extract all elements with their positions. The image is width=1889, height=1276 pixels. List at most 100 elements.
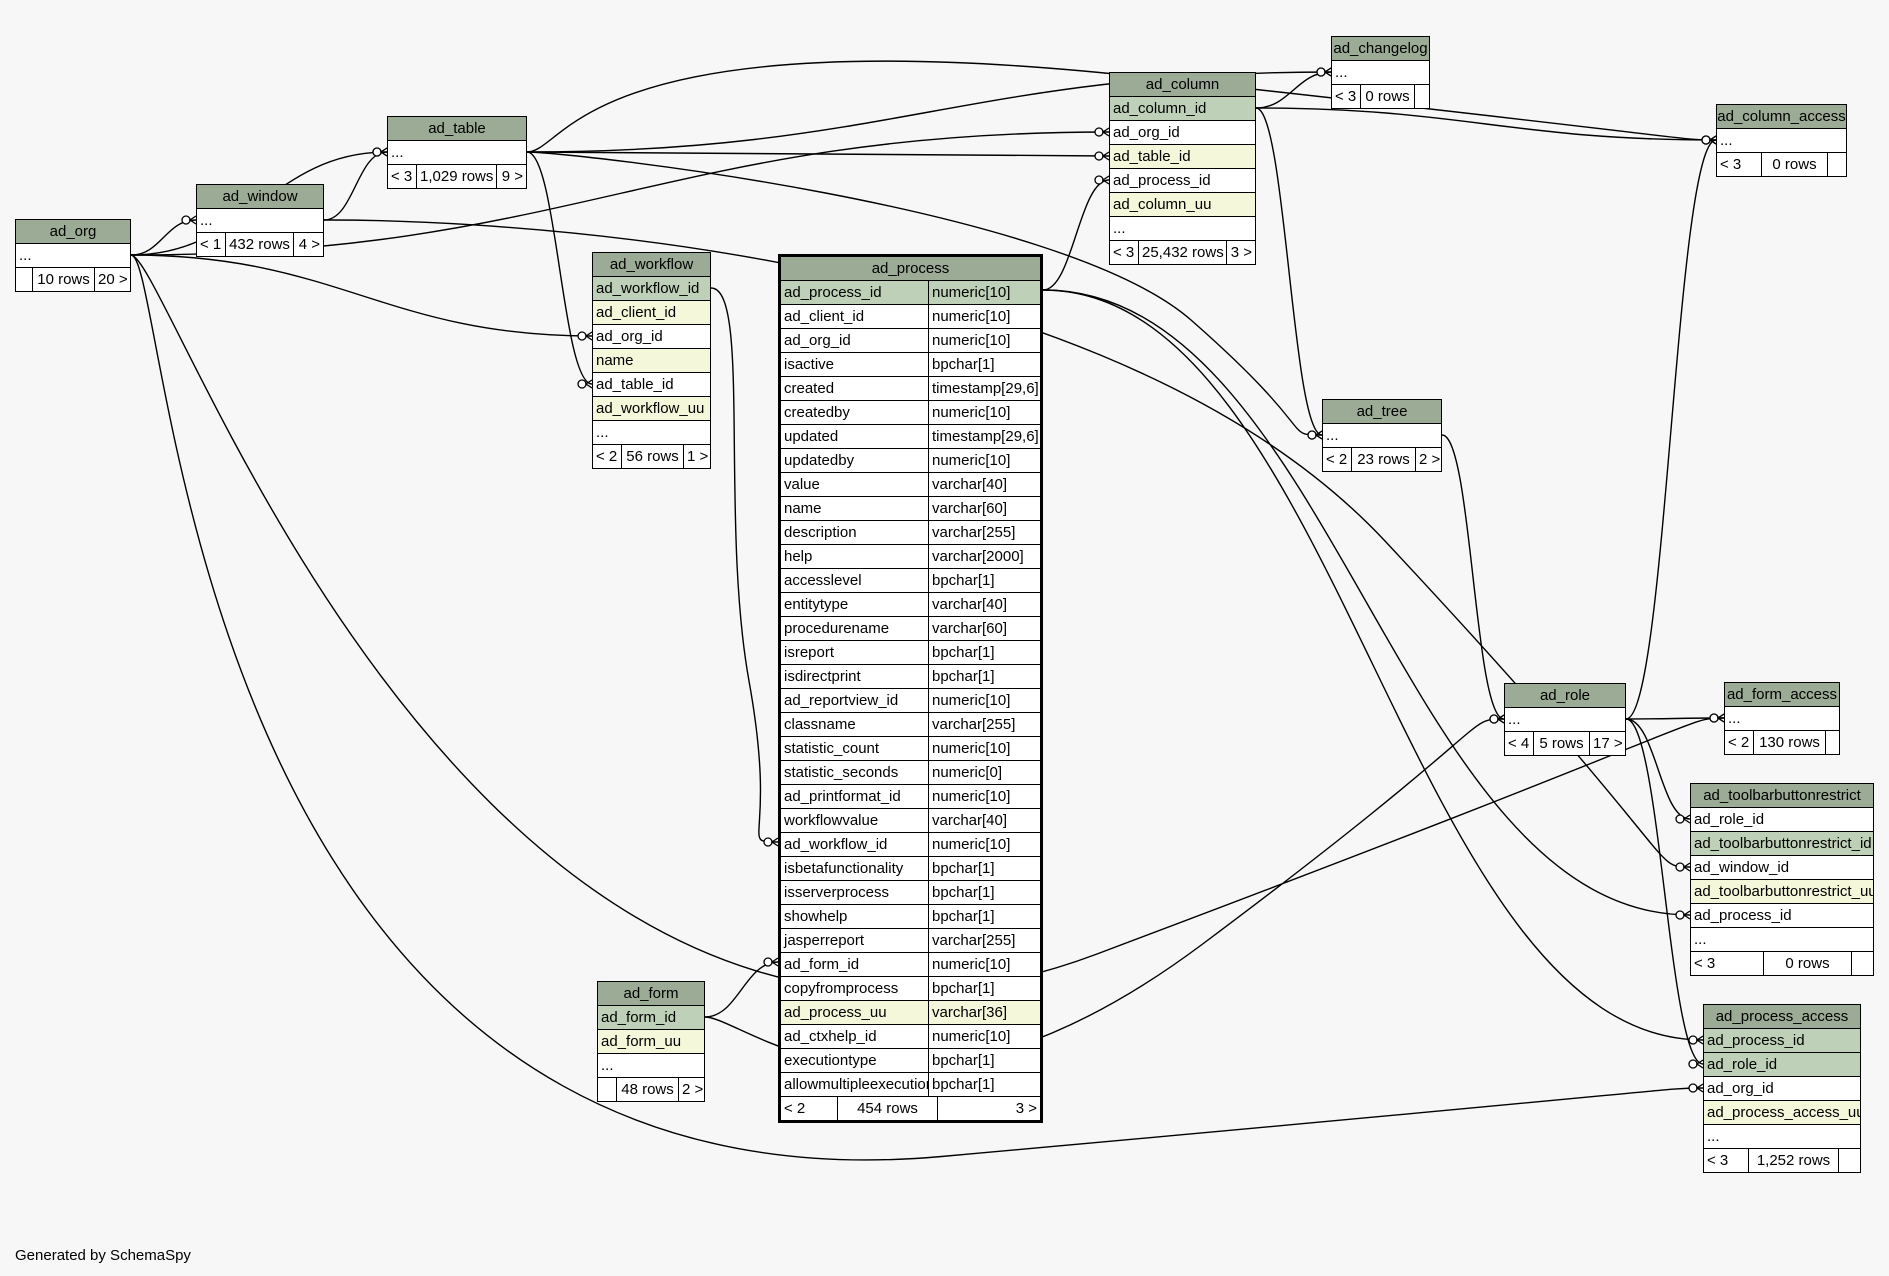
column-row[interactable]: ad_client_id — [593, 301, 710, 325]
children-count: 1 > — [683, 445, 710, 468]
column-row[interactable]: ... — [16, 244, 130, 268]
column-name: ad_org_id — [596, 328, 663, 345]
column-row[interactable]: ... — [1717, 129, 1846, 153]
column-row[interactable]: ad_column_uu — [1110, 193, 1255, 217]
column-row[interactable]: name — [593, 349, 710, 373]
column-type: bpchar[1] — [928, 665, 1040, 688]
column-name: ad_role_id — [1707, 1056, 1778, 1073]
column-row[interactable]: ad_process_access_uu — [1704, 1101, 1860, 1125]
column-row[interactable]: ad_form_id — [598, 1006, 704, 1030]
column-row[interactable]: ... — [1323, 424, 1441, 448]
column-row[interactable]: ad_process_id — [1110, 169, 1255, 193]
column-row[interactable]: ... — [598, 1054, 704, 1078]
column-row[interactable]: ad_process_id — [1704, 1029, 1860, 1053]
table-header: ad_form_access — [1725, 683, 1839, 707]
column-row[interactable]: ad_toolbarbuttonrestrict_uu — [1691, 880, 1873, 904]
table-header: ad_org — [16, 220, 130, 244]
column-row[interactable]: ... — [388, 141, 526, 165]
relationship-ad-process-to-ad-process-access-optional-marker — [1688, 1035, 1698, 1045]
column-name: entitytype — [784, 596, 849, 613]
column-row[interactable]: ... — [593, 421, 710, 445]
column-row[interactable]: ad_form_uu — [598, 1030, 704, 1054]
column-row[interactable]: ... — [1110, 217, 1255, 241]
column-row[interactable]: ad_process_id — [1691, 904, 1873, 928]
column-row[interactable]: ... — [1725, 707, 1839, 731]
column-row[interactable]: ad_workflow_uu — [593, 397, 710, 421]
column-row[interactable]: ad_toolbarbuttonrestrict_id — [1691, 832, 1873, 856]
column-row[interactable]: ad_org_id — [1110, 121, 1255, 145]
column-row[interactable]: ... — [1505, 708, 1625, 732]
column-row[interactable]: ad_table_id — [593, 373, 710, 397]
column-row[interactable]: ad_window_id — [1691, 856, 1873, 880]
column-name: description — [784, 524, 857, 541]
table-header: ad_column_access — [1717, 105, 1846, 129]
column-row[interactable]: ad_table_id — [1110, 145, 1255, 169]
column-row[interactable]: ad_org_id — [593, 325, 710, 349]
column-row[interactable]: ad_org_id — [1704, 1077, 1860, 1101]
column-type: bpchar[1] — [928, 641, 1040, 664]
column-row[interactable]: ... — [1704, 1125, 1860, 1149]
column-row[interactable]: description varchar[255] — [781, 521, 1040, 545]
column-type: varchar[255] — [928, 521, 1040, 544]
column-row[interactable]: ad_workflow_id — [593, 277, 710, 301]
column-row[interactable]: ad_column_id — [1110, 97, 1255, 121]
column-row[interactable]: ad_role_id — [1691, 808, 1873, 832]
column-type: bpchar[1] — [928, 1073, 1040, 1096]
column-row[interactable]: ... — [1691, 928, 1873, 952]
column-row[interactable]: ad_role_id — [1704, 1053, 1860, 1077]
column-type: numeric[10] — [928, 833, 1040, 856]
table-header: ad_window — [197, 185, 323, 209]
column-name: workflowvalue — [784, 812, 879, 829]
column-row[interactable]: ... — [197, 209, 323, 233]
children-count: 2 > — [678, 1078, 704, 1101]
column-row[interactable]: ... — [1332, 61, 1429, 85]
